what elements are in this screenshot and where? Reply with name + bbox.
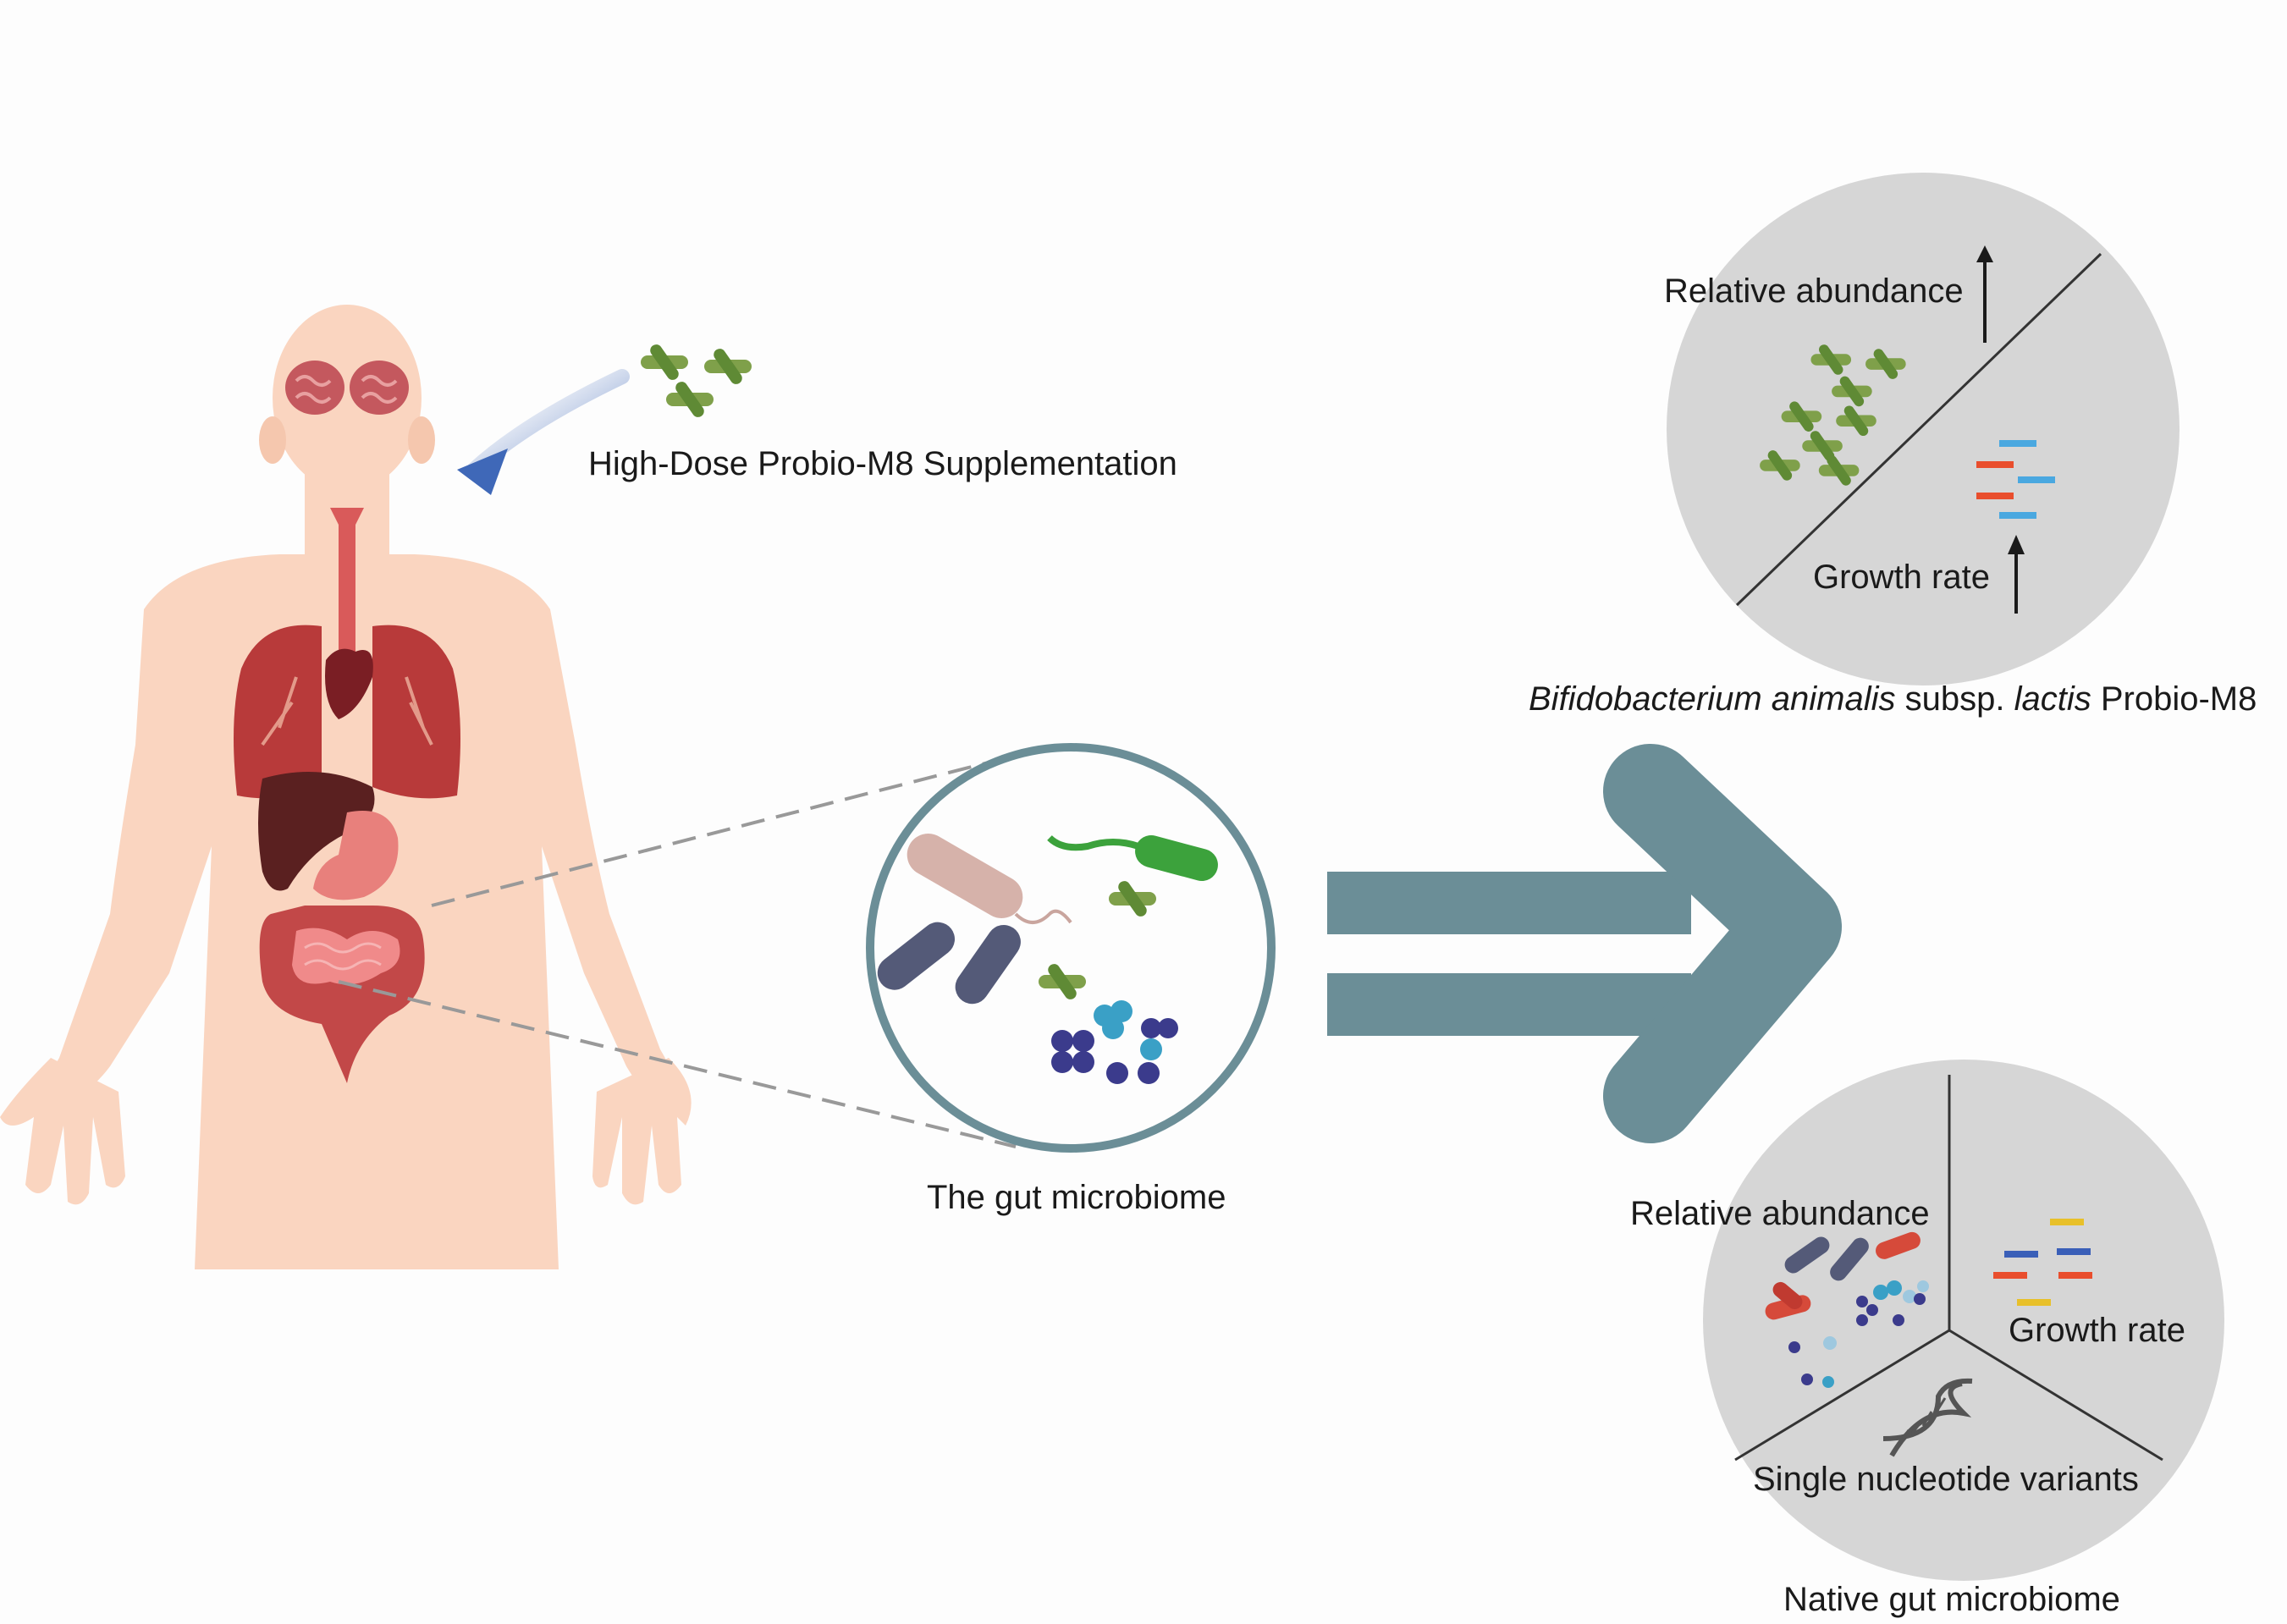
trachea bbox=[330, 508, 364, 694]
rod-icon bbox=[955, 924, 1021, 1005]
cocci-cluster-icon bbox=[1051, 1000, 1178, 1084]
gut-microbiome-label: The gut microbiome bbox=[927, 1179, 1226, 1216]
gut-microbiome-circle bbox=[866, 743, 1276, 1153]
native-growth-rate-label: Growth rate bbox=[2009, 1312, 2185, 1349]
growth-rate-bars-icon bbox=[1976, 440, 2055, 519]
stomach bbox=[313, 811, 399, 900]
caption-species: lactis bbox=[2014, 680, 2091, 718]
probio-caption: Bifidobacterium animalis subsp. lactis P… bbox=[1529, 682, 2257, 716]
caption-strain: Probio-M8 bbox=[2091, 680, 2257, 718]
left-hand bbox=[0, 1058, 125, 1205]
head bbox=[273, 305, 422, 491]
bacillus-icon bbox=[907, 834, 1023, 918]
growth-rate-bars-icon bbox=[1993, 1219, 2092, 1306]
native-relative-abundance-label: Relative abundance bbox=[1630, 1195, 1930, 1232]
left-lung bbox=[234, 625, 322, 799]
green-bacterium-icon bbox=[1135, 834, 1218, 882]
probio-circle bbox=[1667, 173, 2180, 685]
zoom-line-bottom bbox=[338, 980, 1017, 1148]
caption-subsp: subsp. bbox=[1895, 680, 2014, 718]
caption-genus: Bifidobacterium animalis bbox=[1529, 680, 1896, 718]
mixed-microbes-icon bbox=[1765, 1231, 1929, 1388]
brain-icon bbox=[285, 361, 409, 415]
dna-icon bbox=[1882, 1378, 1973, 1457]
divider-line bbox=[1735, 252, 2102, 607]
rod-icon bbox=[877, 922, 956, 990]
supplement-label: High-Dose Probio-M8 Supplementation bbox=[588, 445, 1177, 482]
native-circle bbox=[1703, 1060, 2224, 1581]
native-caption: Native gut microbiome bbox=[1783, 1581, 2120, 1618]
right-hand bbox=[592, 1058, 692, 1205]
probio-relative-abundance-label: Relative abundance bbox=[1664, 273, 1964, 310]
big-arrow-icon bbox=[1327, 744, 1842, 1143]
probiotic-cluster-icon bbox=[641, 342, 752, 420]
liver bbox=[258, 772, 375, 891]
human-body bbox=[0, 305, 692, 1269]
native-snv-label: Single nucleotide variants bbox=[1753, 1461, 2139, 1498]
heart bbox=[325, 648, 373, 719]
probio-growth-rate-label: Growth rate bbox=[1813, 559, 1990, 596]
